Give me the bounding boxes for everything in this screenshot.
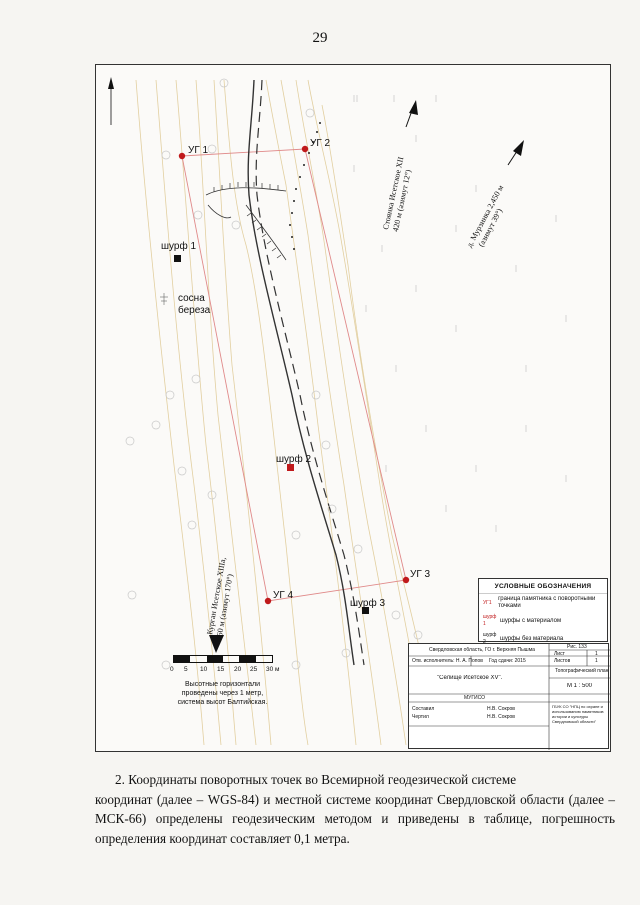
label-kurgan: Курган Исетское XIIIа, 60 м (азимут 170°… xyxy=(205,557,235,638)
stamp-drafter-name: Н.В. Сокров xyxy=(487,714,515,720)
escarpment xyxy=(205,187,287,261)
page-number: 29 xyxy=(312,30,328,46)
trees-label-pine: сосна xyxy=(178,293,205,304)
stamp-sheets-label: Листов xyxy=(554,658,571,664)
site-plan-map: Стоянка Исетское XII 420 м (азимут 12°) … xyxy=(108,77,567,746)
stamp-location: Свердловская область, ГО г. Верхняя Пышм… xyxy=(429,647,535,653)
stamp-drafter-label: Чертил xyxy=(412,714,429,720)
map-legend: УСЛОВНЫЕ ОБОЗНАЧЕНИЯ УГ1 граница памятни… xyxy=(478,578,608,645)
stamp-agency: ГБУК СО "НПЦ по охране и использованию п… xyxy=(552,704,604,724)
paragraph-rest: координат (далее – WGS-84) и местной сис… xyxy=(95,791,615,846)
legend-text: шурфы с материалом xyxy=(500,617,562,624)
title-block: Свердловская область, ГО г. Верхняя Пышм… xyxy=(408,643,610,750)
legend-symbol: УГ1 xyxy=(483,599,492,606)
direction-arrow-murzinka xyxy=(507,140,524,166)
legend-title: УСЛОВНЫЕ ОБОЗНАЧЕНИЯ xyxy=(479,579,607,594)
stamp-responsible: Отв. исполнитель: Н. А. Попов xyxy=(412,658,483,664)
point-ug4-marker xyxy=(264,597,272,605)
point-ug3-label: УГ 3 xyxy=(410,569,431,580)
pit-1-label: шурф 1 xyxy=(161,240,196,252)
map-frame: Стоянка Исетское XII 420 м (азимут 12°) … xyxy=(95,64,611,752)
stamp-plan-type: Топографический план xyxy=(555,668,609,674)
road-line xyxy=(247,79,355,666)
scale-bar: 0 5 10 15 20 25 30 м xyxy=(170,655,293,705)
legend-symbol: шурф 2 xyxy=(483,632,497,645)
label-murzinka: д. Мурзинка 2,450 м (азимут 39°) xyxy=(465,184,505,249)
point-ug2-label: УГ 2 xyxy=(310,138,331,149)
pit-3-marker xyxy=(362,607,369,614)
contour-lines xyxy=(135,79,439,746)
paragraph-line-1: 2. Координаты поворотных точек во Всемир… xyxy=(115,772,517,787)
road-dashed-line xyxy=(255,79,365,666)
legend-text: шурфы без материала xyxy=(500,635,564,642)
tree-marker xyxy=(160,293,168,305)
pit-1-marker xyxy=(174,255,181,262)
legend-item-pits-with-material: шурф 1 шурфы с материалом xyxy=(479,612,607,630)
point-ug1-marker xyxy=(178,152,186,160)
grass-symbols xyxy=(353,95,567,532)
stamp-org: МУГИСО xyxy=(464,695,486,701)
legend-item-pits-without-material: шурф 2 шурфы без материала xyxy=(479,630,607,648)
point-ug4-label: УГ 4 xyxy=(273,590,294,601)
escarpment-ticks xyxy=(213,182,282,259)
stamp-plan-scale: М 1 : 500 xyxy=(567,683,593,689)
legend-item-boundary: УГ1 граница памятника с поворотными точк… xyxy=(479,594,607,612)
stamp-compiler-label: Составил xyxy=(412,706,435,712)
stamp-sheet-value: 1 xyxy=(595,651,598,657)
direction-arrow-stoyanka xyxy=(405,100,418,128)
direction-arrow-kurgan xyxy=(209,635,224,653)
stamp-site-name: "Селище Исетское XV". xyxy=(437,675,503,681)
trees-label-birch: береза xyxy=(178,304,211,316)
vegetation-symbols xyxy=(125,78,423,670)
pit-2-marker xyxy=(287,464,294,471)
contour-note: Высотные горизонтали проведены через 1 м… xyxy=(177,681,268,706)
legend-symbol: шурф 1 xyxy=(483,614,497,627)
pit-2-label: шурф 2 xyxy=(276,453,311,465)
stamp-sheet-label: Лист xyxy=(554,651,565,657)
body-paragraph: 2. Координаты поворотных точек во Всемир… xyxy=(95,770,615,848)
stamp-fig: Рис. 133 xyxy=(567,644,587,650)
stamp-compiler-name: Н.В. Сокров xyxy=(487,706,515,712)
point-ug2-marker xyxy=(301,145,309,153)
north-arrow xyxy=(108,77,114,125)
legend-text: граница памятника с поворотными точками xyxy=(498,596,596,609)
point-ug3-marker xyxy=(402,576,410,584)
pit-3-label: шурф 3 xyxy=(350,597,385,609)
stamp-sheets-value: 1 xyxy=(595,658,598,664)
site-boundary xyxy=(181,148,407,602)
dotted-fence xyxy=(289,122,321,250)
label-stoyanka: Стоянка Исетское XII 420 м (азимут 12°) xyxy=(381,156,413,233)
stamp-year: Год сдачи: 2015 xyxy=(489,658,526,664)
point-ug1-label: УГ 1 xyxy=(188,145,209,156)
